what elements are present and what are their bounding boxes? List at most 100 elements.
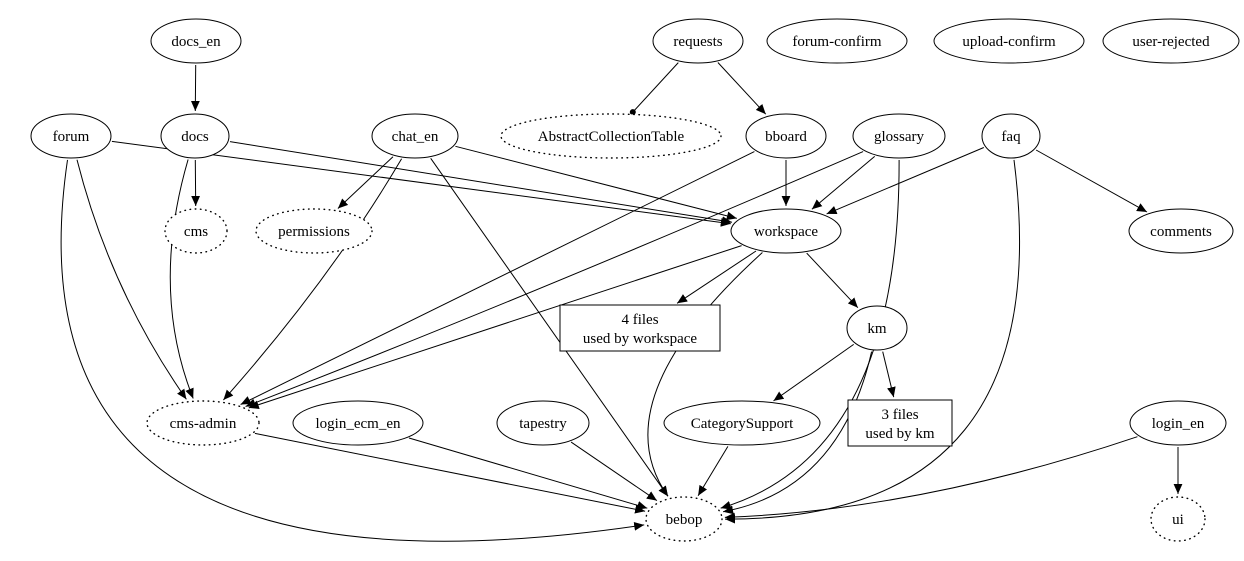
faq-ellipse (981, 113, 1041, 159)
bebop-ellipse (645, 496, 723, 542)
edge-faq-to-workspace (826, 147, 984, 215)
chat_en-ellipse (371, 113, 459, 159)
node-km: km (846, 305, 908, 351)
edge-workspace-to-cms-admin (248, 245, 742, 409)
forum-confirm-ellipse (766, 18, 908, 64)
edge-forum-to-cms-admin (76, 159, 187, 400)
node-AbstractCollectionTable: AbstractCollectionTable (500, 113, 722, 159)
tapestry-label: tapestry (519, 416, 567, 432)
comments-label: comments (1150, 224, 1212, 240)
node-cms: cms (164, 208, 228, 254)
edge-bboard-to-cms-admin (240, 151, 755, 405)
edge-forum-to-workspace (111, 140, 731, 227)
requests-ellipse (652, 18, 744, 64)
docs-ellipse (160, 113, 230, 159)
node-forum-confirm: forum-confirm (766, 18, 908, 64)
node-forum: forum (30, 113, 112, 159)
node-comments: comments (1128, 208, 1234, 254)
glossary-label: glossary (874, 129, 924, 145)
login_ecm_en-ellipse (292, 400, 424, 446)
edge-km-to-bebop (723, 351, 873, 515)
user-rejected-label: user-rejected (1132, 34, 1210, 50)
node-ui: ui (1150, 496, 1206, 542)
tapestry-ellipse (496, 400, 590, 446)
workspace-label: workspace (754, 224, 818, 240)
node-upload-confirm: upload-confirm (933, 18, 1085, 64)
edge-requests-to-bboard (717, 62, 767, 115)
comments-ellipse (1128, 208, 1234, 254)
docs_en-ellipse (150, 18, 242, 64)
files3-box (847, 399, 953, 447)
permissions-label: permissions (278, 224, 350, 240)
node-docs_en: docs_en (150, 18, 242, 64)
edge-faq-to-comments (1035, 149, 1148, 213)
edge-CategorySupport-to-bebop (697, 446, 729, 496)
edge-km-to-files3 (882, 351, 896, 398)
forum-label: forum (53, 129, 90, 145)
ui-ellipse (1150, 496, 1206, 542)
files4-label: used by workspace (583, 331, 697, 347)
CategorySupport-ellipse (663, 400, 821, 446)
edge-km-to-CategorySupport (773, 343, 854, 402)
docs-label: docs (181, 129, 209, 145)
edge-requests-to-AbstractCollectionTable (629, 62, 679, 116)
chat_en-label: chat_en (392, 129, 439, 145)
node-requests: requests (652, 18, 744, 64)
permissions-ellipse (255, 208, 373, 254)
node-workspace: workspace (730, 208, 842, 254)
node-bboard: bboard (745, 113, 827, 159)
login_en-ellipse (1129, 400, 1227, 446)
files4-label: 4 files (621, 312, 658, 328)
edge-glossary-to-workspace (811, 156, 876, 210)
CategorySupport-label: CategorySupport (691, 416, 794, 432)
node-tapestry: tapestry (496, 400, 590, 446)
glossary-ellipse (852, 113, 946, 159)
node-chat_en: chat_en (371, 113, 459, 159)
user-rejected-ellipse (1102, 18, 1240, 64)
bboard-label: bboard (765, 129, 807, 145)
edge-forum-to-bebop (60, 159, 645, 542)
edge-chat_en-to-permissions (337, 156, 394, 209)
bebop-label: bebop (666, 512, 703, 528)
bboard-ellipse (745, 113, 827, 159)
node-files4: 4 files used by workspace (559, 304, 721, 352)
edge-glossary-to-cms-admin (245, 151, 864, 407)
edge-login_ecm_en-to-bebop (408, 437, 648, 510)
node-login_en: login_en (1129, 400, 1227, 446)
cms-admin-ellipse (146, 400, 260, 446)
node-login_ecm_en: login_ecm_en (292, 400, 424, 446)
forum-confirm-label: forum-confirm (792, 34, 881, 50)
files4-box (559, 304, 721, 352)
login_en-label: login_en (1152, 416, 1205, 432)
node-glossary: glossary (852, 113, 946, 159)
docs_en-label: docs_en (171, 34, 221, 50)
ui-label: ui (1172, 512, 1184, 528)
edge-glossary-to-bebop (720, 159, 900, 510)
login_ecm_en-label: login_ecm_en (316, 416, 401, 432)
edge-cms-admin-to-bebop (254, 432, 646, 514)
faq-label: faq (1001, 129, 1021, 145)
edge-workspace-to-files4 (676, 250, 757, 304)
edge-tapestry-to-bebop (570, 441, 658, 502)
files3-label: 3 files (881, 407, 918, 423)
AbstractCollectionTable-label: AbstractCollectionTable (538, 129, 685, 145)
node-bebop: bebop (645, 496, 723, 542)
node-permissions: permissions (255, 208, 373, 254)
node-user-rejected: user-rejected (1102, 18, 1240, 64)
requests-label: requests (673, 34, 722, 50)
km-ellipse (846, 305, 908, 351)
workspace-ellipse (730, 208, 842, 254)
edge-chat_en-to-cms-admin (223, 158, 403, 401)
node-CategorySupport: CategorySupport (663, 400, 821, 446)
edge-docs-to-workspace (229, 141, 733, 226)
node-docs: docs (160, 113, 230, 159)
cms-label: cms (184, 224, 208, 240)
edge-faq-to-bebop (724, 159, 1021, 524)
cms-ellipse (164, 208, 228, 254)
AbstractCollectionTable-ellipse (500, 113, 722, 159)
edge-login_en-to-bebop (724, 436, 1138, 522)
edge-docs-to-cms-admin (169, 159, 194, 399)
forum-ellipse (30, 113, 112, 159)
